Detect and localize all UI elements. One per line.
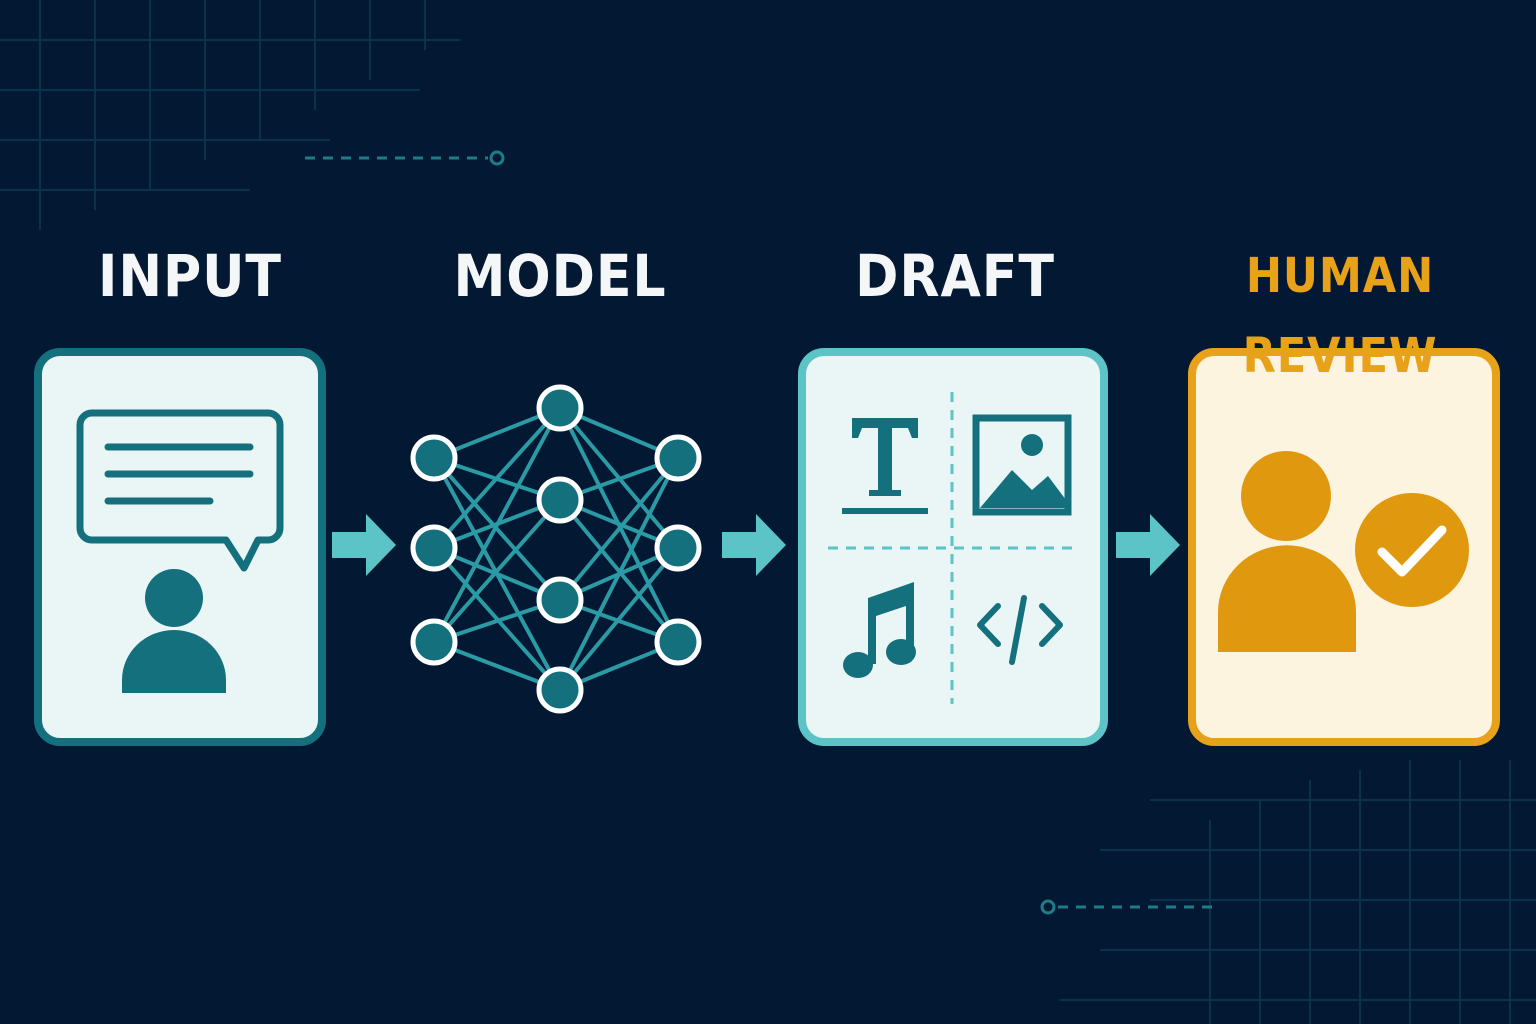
music-icon [843, 582, 916, 678]
text-icon [842, 418, 928, 514]
image-icon [972, 414, 1072, 516]
code-icon [977, 595, 1063, 665]
arrow-icon [722, 514, 786, 576]
check-icon [1349, 487, 1475, 613]
user-icon [1218, 451, 1356, 652]
stage-label-input: INPUT [98, 242, 282, 310]
arrow-icon [332, 514, 396, 576]
user-icon [122, 569, 226, 693]
stage-label-draft: DRAFT [855, 242, 1055, 310]
human-review-card [1188, 348, 1500, 746]
stage-label-model: MODEL [453, 242, 667, 310]
dashed-node-decoration-bottom [1040, 899, 1215, 915]
stage-label-human-review: HUMAN REVIEW [1242, 248, 1438, 384]
grid-decoration-top-left [0, 0, 460, 230]
dashed-node-decoration-top [305, 150, 505, 166]
chat-bubble-icon [76, 409, 284, 572]
draft-card [798, 348, 1108, 746]
grid-decoration-bottom-right [1060, 760, 1536, 1024]
arrow-icon [1116, 514, 1180, 576]
input-card [34, 348, 326, 746]
neural-network-icon [410, 384, 702, 714]
